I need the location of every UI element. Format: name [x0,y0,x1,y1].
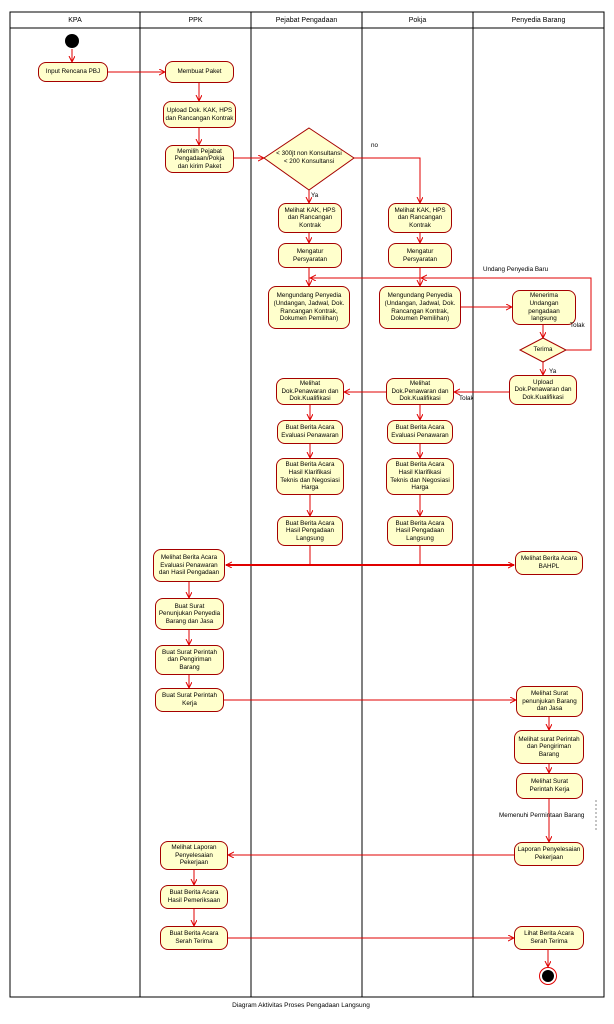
activity-buat-surat-perintah-pengiriman: Buat Surat Perintah dan Pengiriman Baran… [155,645,224,675]
start-node [65,34,79,48]
diagram-caption: Diagram Aktivitas Proses Pengadaan Langs… [232,1002,370,1009]
guard-label-tolak: Tolak [570,322,585,329]
activity-pokja-lihat-penawaran: Melihat Dok.Penawaran dan Dok.Kualifikas… [386,378,454,405]
activity-pokja-ba-hasil: Buat Berita Acara Hasil Pengadaan Langsu… [387,516,453,546]
edge-label-undang-penyedia-baru: Undang Penyedia Baru [483,266,549,273]
activity-pokja-atur-persyaratan: Mengatur Persyaratan [388,243,452,268]
flow-arrow [421,278,592,351]
swimlane-frame [9,11,605,998]
activity-buat-ba-serah-terima: Buat Berita Acara Serah Terima [160,926,228,950]
flow-arrow [354,157,420,203]
activity-buat-surat-perintah-kerja: Buat Surat Perintah Kerja [155,688,224,712]
activity-lihat-surat-penunjukan: Melihat Surat penunjukan Barang dan Jasa [516,686,583,717]
guard-label-tolak: Tolak [459,395,474,402]
end-node [539,967,557,985]
activity-pejabat-ba-klarifikasi: Buat Berita Acara Hasil Klarifikasi Tekn… [276,458,344,495]
activity-pejabat-undang-penyedia: Mengundang Penyedia (Undangan, Jadwal, D… [268,286,350,329]
activity-upload-penawaran: Upload Dok.Penawaran dan Dok.Kualifikasi [509,375,577,405]
end-node-dot [542,970,554,982]
activity-pokja-ba-evaluasi: Buat Berita Acara Evaluasi Penawaran [387,420,453,444]
decision-label-nilai-paket: < 300jt non Konsultansi < 200 Konsultans… [276,149,342,165]
activity-memilih-pejabat: Memilih Pejabat Pengadaan/Pokja dan kiri… [165,145,234,173]
activity-pokja-ba-klarifikasi: Buat Berita Acara Hasil Klarifikasi Tekn… [386,458,454,495]
activity-membuat-paket: Membuat Paket [165,61,234,83]
activity-lihat-laporan-penyelesaian: Melihat Laporan Penyelesaian Pekerjaan [160,841,228,870]
lane-title-ppk: PPK [188,17,203,24]
activity-pejabat-lihat-penawaran: Melihat Dok.Penawaran dan Dok.Kualifikas… [276,378,344,405]
activity-pejabat-ba-evaluasi: Buat Berita Acara Evaluasi Penawaran [277,420,343,444]
activity-lihat-surat-perintah-pengiriman: Melihat surat Perintah dan Pengiriman Ba… [514,730,584,764]
activity-buat-surat-penunjukan: Buat Surat Penunjukan Penyedia Barang da… [155,598,224,630]
decision-label-terima: Terima [533,345,553,353]
activity-upload-dok-kak: Upload Dok. KAK, HPS dan Rancangan Kontr… [163,101,236,128]
guard-label-ya: Ya [311,192,319,199]
guard-label-no: no [371,142,379,149]
activity-lihat-surat-perintah-kerja: Melihat Surat Perintah Kerja [516,773,583,799]
activity-laporan-penyelesaian: Laporan Penyelesaian Pekerjaan [514,842,584,866]
activity-pejabat-lihat-kak: Melihat KAK, HPS dan Rancangan Kontrak [278,203,342,233]
activity-lihat-ba-serah-terima: Lihat Berita Acara Serah Terima [514,926,584,950]
activity-buat-ba-pemeriksaan: Buat Berita Acara Hasil Pemeriksaan [160,885,228,909]
edge-label-memenuhi-permintaan: Memenuhi Permintaan Barang [499,812,585,819]
guard-label-ya: Ya [549,368,557,375]
activity-lihat-bahpl: Melihat Berita Acara BAHPL [515,551,583,575]
activity-pejabat-ba-hasil: Buat Berita Acara Hasil Pengadaan Langsu… [277,516,343,546]
lane-title-penyedia-barang: Penyedia Barang [511,17,566,24]
lane-title-pejabat-pengadaan: Pejabat Pengadaan [275,17,338,24]
activity-ppk-lihat-ba-evaluasi: Melihat Berita Acara Evaluasi Penawaran … [153,549,225,582]
activity-pokja-undang-penyedia: Mengundang Penyedia (Undangan, Jadwal, D… [379,286,461,329]
lane-title-pokja: Pokja [408,17,427,24]
activity-input-rencana-pbj: Input Rencana PBJ [38,62,108,82]
lane-title-kpa: KPA [68,17,82,24]
activity-pejabat-atur-persyaratan: Mengatur Persyaratan [278,243,342,268]
decision-diamond-nilai-paket [263,127,355,191]
activity-pokja-lihat-kak: Melihat KAK, HPS dan Rancangan Kontrak [388,203,452,233]
activity-menerima-undangan: Menerima Undangan pengadaan langsung [512,290,576,325]
decision-diamond-terima [518,337,568,363]
